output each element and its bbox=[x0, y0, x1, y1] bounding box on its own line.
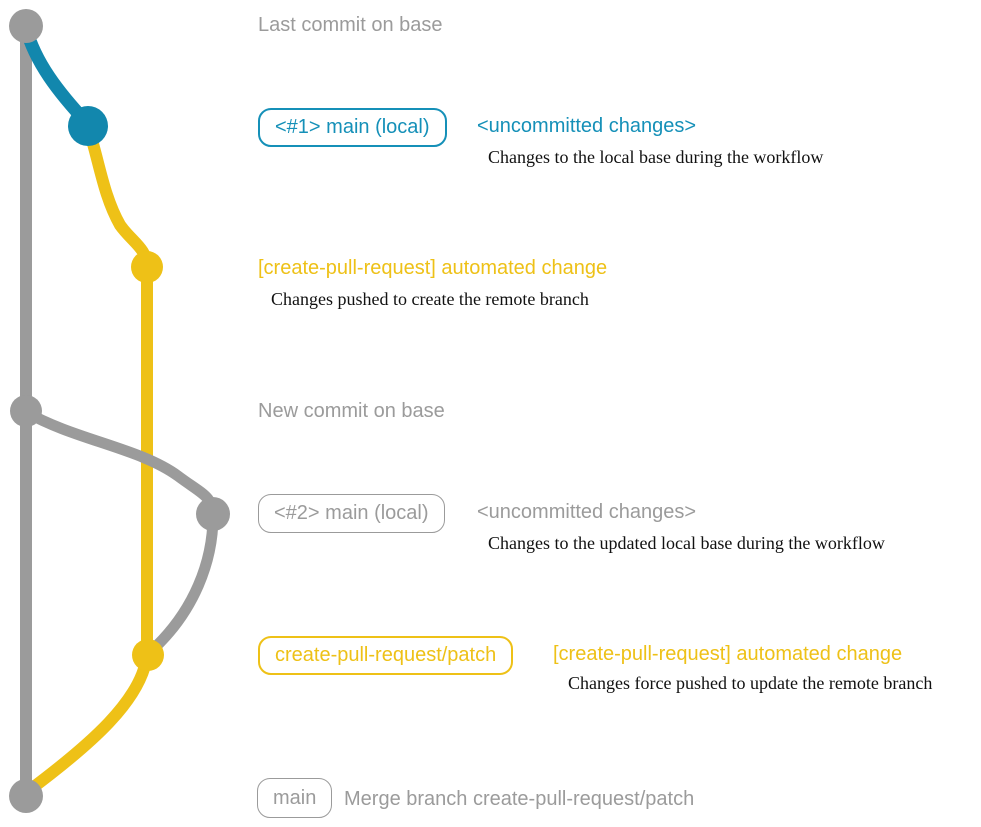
description-local-base-changes: Changes to the local base during the wor… bbox=[488, 147, 824, 167]
branch-badge-main-local-2: <#2> main (local) bbox=[258, 494, 445, 533]
commit-dot-last-base bbox=[9, 9, 43, 43]
heading-last-commit-on-base: Last commit on base bbox=[258, 14, 443, 36]
commit-dot-main-local-2 bbox=[196, 497, 230, 531]
description-updated-local-base-changes: Changes to the updated local base during… bbox=[488, 533, 885, 553]
heading-new-commit-on-base: New commit on base bbox=[258, 400, 445, 422]
description-changes-pushed: Changes pushed to create the remote bran… bbox=[271, 289, 589, 309]
status-uncommitted-changes-2: <uncommitted changes> bbox=[477, 501, 697, 523]
branch-badge-main: main bbox=[257, 778, 333, 818]
branch-badge-create-pull-request-patch: create-pull-request/patch bbox=[258, 636, 514, 675]
rebase-curve bbox=[143, 510, 219, 659]
commit-dot-automated-change-1 bbox=[131, 251, 163, 283]
commit-dot-main-local-1 bbox=[68, 106, 108, 146]
commit-message-automated-change-2: [create-pull-request] automated change bbox=[553, 643, 903, 665]
merge-curve bbox=[21, 649, 153, 798]
commit-message-automated-change-1: [create-pull-request] automated change bbox=[258, 257, 608, 279]
branch-badge-main-local-1: <#1> main (local) bbox=[258, 108, 447, 147]
commit-graph bbox=[9, 9, 230, 813]
status-uncommitted-changes-1: <uncommitted changes> bbox=[477, 115, 697, 137]
description-changes-force-pushed: Changes force pushed to update the remot… bbox=[568, 673, 933, 693]
commit-dot-automated-change-2 bbox=[132, 639, 164, 671]
pull-request-branch-curve-top bbox=[82, 121, 153, 273]
commit-dot-new-base bbox=[10, 395, 42, 427]
updated-base-branch-curve bbox=[20, 406, 219, 522]
commit-message-merge-branch: Merge branch create-pull-request/patch bbox=[344, 788, 695, 810]
commit-dot-merge bbox=[9, 779, 43, 813]
